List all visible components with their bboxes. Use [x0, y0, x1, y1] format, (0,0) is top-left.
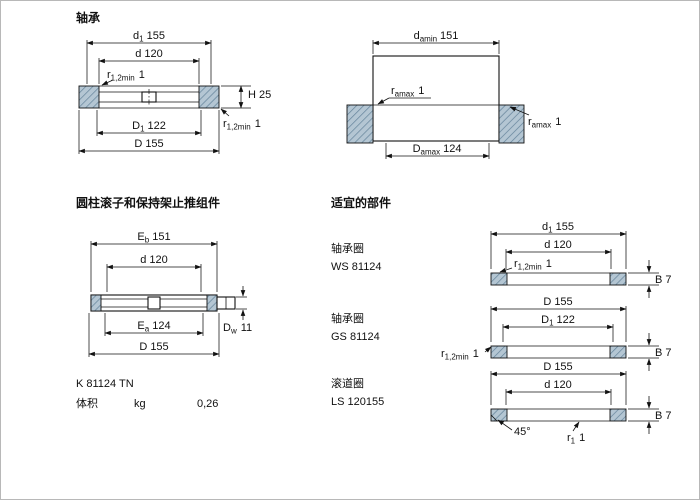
- dim-ls-B-label: B 7: [655, 410, 672, 422]
- mass-unit: kg: [134, 398, 146, 410]
- component-designation: GS 81124: [331, 331, 380, 343]
- dim-ls-chamfer-label: 45°: [514, 426, 531, 438]
- dim-D-assembly: D 155: [88, 313, 220, 357]
- right-support-hatch: [498, 104, 525, 144]
- dim-gs-D-label: D 155: [543, 296, 572, 308]
- dim-ws-B: B 7: [628, 260, 672, 298]
- mass-row: 体积 kg 0,26: [76, 396, 218, 410]
- component-designation: WS 81124: [331, 261, 382, 273]
- bearing-section-title: 轴承: [76, 10, 100, 25]
- dim-gs-B: B 7: [628, 333, 672, 371]
- component-type: 轴承圈: [331, 311, 364, 325]
- dim-gs-D: D 155: [490, 296, 627, 342]
- component-type: 滚道圈: [331, 376, 364, 390]
- component-ls120155: 滚道圈 LS 120155 D 155 d 120: [331, 361, 672, 446]
- dim-d-label: d 120: [135, 48, 163, 60]
- part-ls-washer: [490, 408, 627, 422]
- dim-ls-D-label: D 155: [543, 361, 572, 373]
- dim-ls-d: d 120: [505, 379, 612, 405]
- components-section-title: 适宜的部件: [331, 195, 391, 210]
- center-roller: [147, 296, 161, 310]
- dim-ws-B-label: B 7: [655, 274, 672, 286]
- dim-d-assembly: d 120: [106, 254, 202, 292]
- component-designation: LS 120155: [331, 396, 384, 408]
- left-support-hatch: [346, 104, 374, 144]
- part-ws-washer: [490, 272, 627, 286]
- dim-ws-d-label: d 120: [544, 239, 572, 251]
- cage-left-hatch: [90, 294, 102, 312]
- dim-D-assembly-label: D 155: [139, 341, 168, 353]
- part-abutment-view: [346, 55, 525, 144]
- part-bearing-front-view: [78, 85, 220, 109]
- cage-right-hatch: [206, 294, 218, 312]
- dim-ls-d-label: d 120: [544, 379, 572, 391]
- dim-H-label: H 25: [248, 89, 271, 101]
- dim-ws-d: d 120: [505, 239, 612, 269]
- component-type: 轴承圈: [331, 241, 364, 255]
- leader-ls-chamfer: 45°: [497, 419, 531, 438]
- shaft-body: [372, 55, 500, 142]
- part-cage-assembly: [90, 294, 236, 312]
- assembly-designation: K 81124 TN: [76, 378, 134, 390]
- dim-D: D 155: [78, 110, 220, 154]
- mass-value: 0,26: [197, 398, 218, 410]
- assembly-section-title: 圆柱滚子和保持架止推组件: [76, 195, 220, 210]
- mass-label: 体积: [76, 396, 98, 410]
- dim-H: H 25: [221, 85, 271, 109]
- dim-ls-B: B 7: [628, 396, 672, 434]
- dim-gs-B-label: B 7: [655, 347, 672, 359]
- dim-d: d 120: [98, 48, 200, 84]
- dim-D-label: D 155: [134, 138, 163, 150]
- right-section-hatch: [198, 85, 220, 109]
- chamfer-line: [490, 414, 498, 422]
- left-section-hatch: [78, 85, 100, 109]
- dim-d-assembly-label: d 120: [140, 254, 168, 266]
- dim-ls-D: D 155: [490, 361, 627, 405]
- part-gs-washer: [490, 345, 627, 359]
